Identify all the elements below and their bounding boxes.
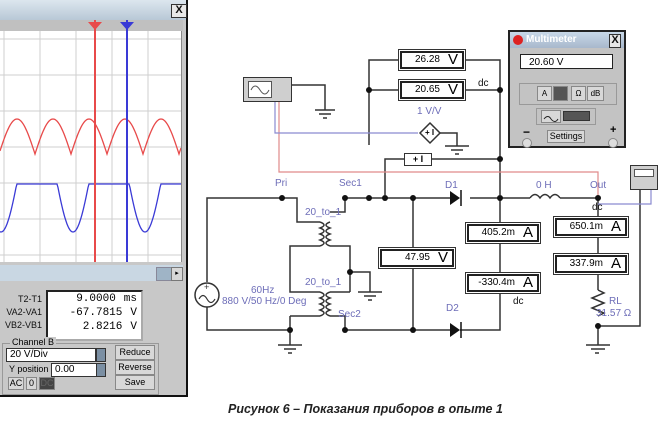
horizontal-scrollbar[interactable] [0, 265, 183, 281]
y-position-spinner[interactable] [96, 363, 106, 377]
readout-label-vb: VB2-VB1 [4, 320, 42, 330]
rl-name-label: RL [609, 296, 622, 307]
channel-b-trace [0, 183, 181, 233]
readout-value: 2.8216 [82, 321, 123, 333]
coupling-dc-button[interactable]: DC [39, 377, 55, 390]
readout-value: -67.7815 [69, 307, 123, 319]
vcvs-label: + I [425, 128, 435, 137]
sec1-label: Sec1 [339, 178, 362, 189]
grid [0, 31, 181, 262]
readout-row: -67.7815 V [48, 306, 141, 320]
voltmeter-dc-tag: dc [478, 78, 489, 89]
figure-caption: Рисунок 6 – Показания приборов в опыте 1 [228, 402, 503, 416]
plus-terminal[interactable] [608, 138, 618, 148]
ammeter-d2-tag: dc [513, 296, 524, 307]
waveform-display [0, 31, 182, 262]
transformer1-label: 20_to_1 [305, 207, 342, 218]
readout-row: 2.8216 V [48, 320, 141, 334]
mode-db-button[interactable]: dB [587, 86, 604, 101]
save-button[interactable]: Save [115, 375, 155, 390]
oscilloscope-title-bar[interactable] [0, 0, 186, 20]
sec2-label: Sec2 [338, 309, 361, 320]
rl-value-label: 31.57 Ω [596, 308, 632, 319]
readout-row: 9.0000 ms [48, 292, 141, 306]
ac-mode-button[interactable] [541, 110, 561, 123]
multimeter-display: 20.60 V [520, 54, 613, 69]
channel-b-label: Channel B [10, 337, 57, 347]
dc-mode-button[interactable] [563, 111, 590, 121]
mode-button-group [519, 83, 617, 105]
channel-a-trace [0, 118, 182, 157]
mode-ohmmeter-button[interactable]: Ω [571, 86, 586, 101]
y-position-field[interactable]: 0.00 [51, 363, 99, 377]
transformer2-label: 20_to_1 [305, 277, 342, 288]
multimeter-symbol[interactable] [630, 165, 658, 190]
cursor-1-line[interactable] [94, 20, 96, 262]
multimeter-app-icon [513, 35, 523, 45]
pri-label: Pri [275, 178, 288, 189]
diode-d1 [450, 191, 460, 205]
mode-voltmeter-button[interactable]: V [553, 86, 568, 101]
vcvs-gain-label: 1 V/V [417, 106, 442, 117]
channel-b-scale-field[interactable]: 20 V/Div [6, 348, 96, 362]
cursor-2-line[interactable] [126, 20, 128, 262]
plus-terminal-label: + [610, 124, 617, 136]
oscilloscope-screen [0, 31, 182, 262]
reduce-button[interactable]: Reduce [115, 345, 155, 360]
cursor-1-handle[interactable] [88, 22, 102, 30]
d1-label: D1 [445, 180, 458, 191]
reverse-button[interactable]: Reverse [115, 360, 155, 375]
minus-terminal-label: − [523, 125, 531, 139]
diode-d2 [450, 323, 460, 337]
coupling-zero-button[interactable]: 0 [26, 377, 37, 390]
readout-unit: V [130, 307, 137, 319]
scope-screen-icon [248, 81, 272, 98]
multimeter-title-bar[interactable]: Multimeter [510, 32, 624, 48]
scroll-right-button[interactable]: ▸ [171, 267, 183, 281]
oscilloscope-window: X ▸ T2-T1 VA2-VA1 VB2-VB1 9.0000 ms -67.7… [0, 0, 188, 397]
ac-dc-group [536, 108, 596, 125]
cursor-2-handle[interactable] [120, 22, 134, 30]
svg-text:+: + [204, 282, 209, 292]
multimeter-title: Multimeter [526, 34, 577, 45]
coupling-ac-button[interactable]: AC [8, 377, 24, 390]
multimeter-window: Multimeter X 20.60 V A V Ω dB Settings −… [508, 30, 626, 148]
oscilloscope-symbol[interactable] [243, 77, 292, 102]
scale-spinner[interactable] [96, 348, 106, 362]
readout-label-va: VA2-VA1 [6, 307, 42, 317]
current-probe: + I [404, 153, 432, 166]
readout-unit: ms [123, 293, 137, 305]
channel-b-group [2, 343, 159, 395]
mode-ammeter-button[interactable]: A [537, 86, 552, 101]
y-position-label: Y position [9, 364, 49, 374]
out-label: Out [590, 180, 607, 191]
ammeter-out-tag: dc [592, 202, 603, 213]
readout-value: 9.0000 [76, 293, 116, 305]
d2-label: D2 [446, 303, 459, 314]
settings-button[interactable]: Settings [547, 130, 585, 143]
source-params-label: 880 V/50 Hz/0 Deg [222, 296, 307, 307]
readout-unit: V [130, 321, 137, 333]
source-freq-label: 60Hz [251, 285, 275, 296]
minus-terminal[interactable] [522, 138, 532, 148]
vcvs-source [418, 121, 442, 145]
readout-label-t: T2-T1 [17, 294, 42, 304]
inductor-label: 0 H [536, 180, 552, 191]
oscilloscope-close-button[interactable]: X [171, 4, 187, 18]
multimeter-close-button[interactable]: X [609, 34, 621, 48]
